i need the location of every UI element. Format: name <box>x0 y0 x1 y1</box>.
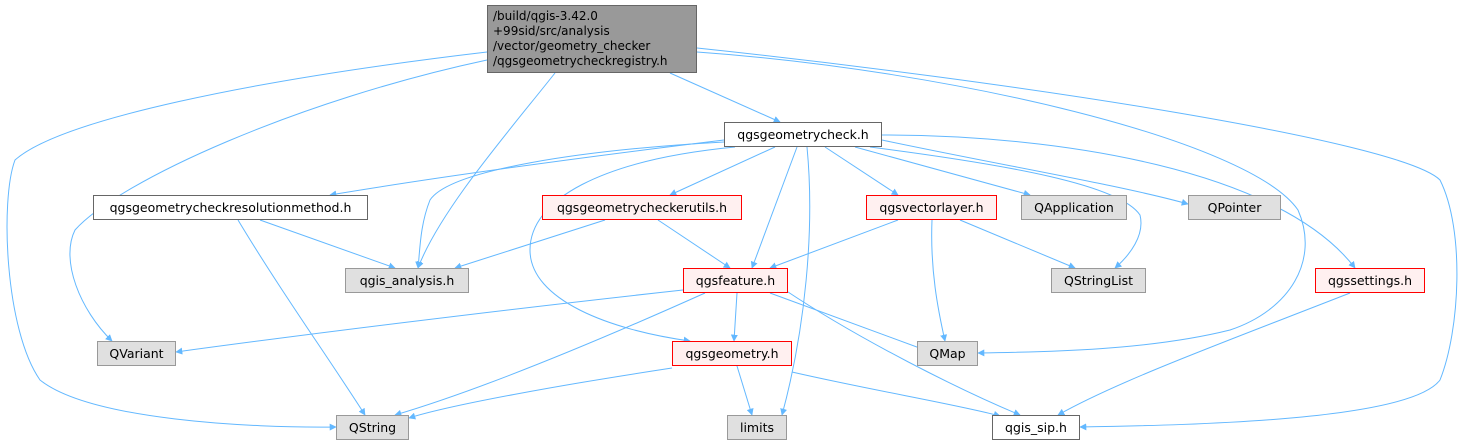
root-path-line-3: /vector/geometry_checker <box>493 39 651 53</box>
edge-gc-to-limits <box>780 146 811 416</box>
edge-settings-to-qgis-sip <box>1057 292 1351 416</box>
edge-gc-to-vectorlayer <box>824 146 899 196</box>
node-qgsgeometry[interactable]: qgsgeometry.h <box>672 341 792 366</box>
edge-checkerutils-to-qgis-analysis <box>454 219 606 270</box>
edge-vectorlayer-to-qmap <box>931 219 948 342</box>
node-qstring: QString <box>336 415 409 440</box>
edge-root-to-qstring <box>6 51 488 431</box>
root-path-line-2: +99sid/src/analysis <box>493 24 610 38</box>
root-file-node: /build/qgis-3.42.0 +99sid/src/analysis /… <box>487 5 697 73</box>
edge-vectorlayer-to-qstringlist <box>959 219 1076 269</box>
node-qgsfeature[interactable]: qgsfeature.h <box>683 268 788 293</box>
edge-resolution-to-qgis-analysis <box>259 219 396 270</box>
edge-feature-to-qvariant <box>175 289 684 355</box>
edge-feature-to-qmap <box>769 292 926 352</box>
node-qapplication: QApplication <box>1021 195 1127 220</box>
node-qmap: QMap <box>917 341 978 366</box>
edge-checkerutils-to-feature <box>657 219 731 269</box>
edge-resolution-to-qstring <box>237 219 366 416</box>
edge-gc-to-resolution <box>329 139 725 198</box>
edge-geometry-to-limits <box>736 365 754 416</box>
edge-gc-to-feature <box>750 146 798 269</box>
edge-gc-to-geometry <box>529 146 736 344</box>
edge-gc-to-qpointer <box>881 139 1189 206</box>
edge-root-to-geometrycheck <box>669 72 781 123</box>
edge-feature-to-geometry <box>730 292 738 342</box>
node-qgsgeometrycheckerutils[interactable]: qgsgeometrycheckerutils.h <box>542 195 742 220</box>
edge-feature-to-qgis-sip <box>784 289 1021 416</box>
edge-root-to-qmap <box>696 51 1306 357</box>
root-path-line-4: /qgsgeometrycheckregistry.h <box>493 54 668 68</box>
node-qgis-analysis: qgis_analysis.h <box>345 268 469 293</box>
node-qgssettings[interactable]: qgssettings.h <box>1315 268 1425 293</box>
edge-gc-to-settings <box>881 134 1356 269</box>
edge-geometry-to-qstring <box>408 367 673 420</box>
node-qgsvectorlayer[interactable]: qgsvectorlayer.h <box>866 195 997 220</box>
node-qgis-sip[interactable]: qgis_sip.h <box>992 415 1080 440</box>
edge-gc-to-checkerutils <box>669 146 776 196</box>
edge-feature-to-qstring <box>394 292 706 417</box>
edge-gc-to-qgis-analysis <box>415 141 725 269</box>
edge-geometry-to-qgis-sip <box>791 371 1001 418</box>
edge-root-to-qgis-analysis <box>416 72 556 269</box>
node-qgsgeometrycheck[interactable]: qgsgeometrycheck.h <box>724 122 882 147</box>
edge-vectorlayer-to-feature <box>769 219 899 270</box>
node-qpointer: QPointer <box>1188 195 1281 220</box>
edge-root-to-qgis-sip <box>696 47 1458 431</box>
node-qgsgeometrycheckresolutionmethod[interactable]: qgsgeometrycheckresolutionmethod.h <box>93 195 368 220</box>
node-limits: limits <box>727 415 787 440</box>
node-qstringlist: QStringList <box>1051 268 1146 293</box>
node-qvariant: QVariant <box>97 341 176 366</box>
root-path-line-1: /build/qgis-3.42.0 <box>493 9 598 23</box>
edge-gc-to-qapplication <box>854 146 1031 197</box>
